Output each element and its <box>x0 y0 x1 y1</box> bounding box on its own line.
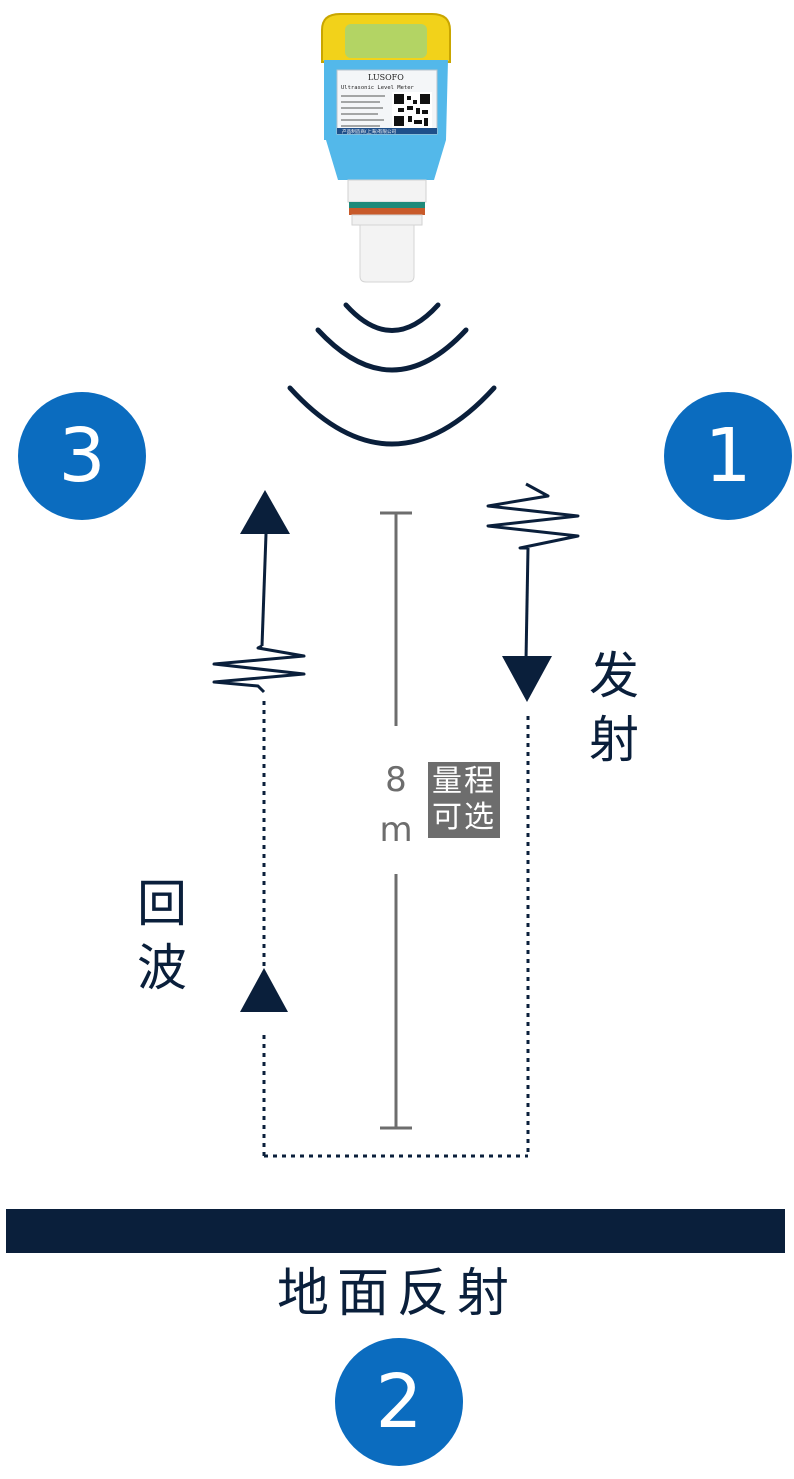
device-transducer <box>359 224 415 283</box>
range-note-line1: 量程 <box>432 764 496 799</box>
device-collar <box>351 214 423 226</box>
qr-code <box>392 92 432 128</box>
range-value: 8 <box>385 760 407 800</box>
echo-label: 回波 <box>130 872 194 1000</box>
sound-wave-middle <box>315 327 469 373</box>
echo-signal-path <box>212 490 306 1156</box>
nameplate-footer-bar <box>337 128 437 134</box>
emit-label: 发射 <box>582 644 646 772</box>
step-number-echo: 3 <box>58 413 106 499</box>
echo-arrowhead-lower <box>240 968 288 1012</box>
device-thread <box>347 179 427 203</box>
echo-label-text: 回波 <box>137 875 187 997</box>
step-badge-echo: 3 <box>18 392 146 520</box>
step-badge-reflect: 2 <box>335 1338 463 1466</box>
range-note-line2: 可选 <box>432 800 496 835</box>
sound-wave-outer <box>287 385 497 447</box>
echo-line <box>260 533 268 647</box>
device-brand: LUSOFO <box>368 73 404 82</box>
range-dimension-line <box>380 511 412 1130</box>
nameplate-spec-lines <box>341 95 385 127</box>
device-product-line: Ultrasonic Level Meter <box>341 85 415 91</box>
step-badge-emit: 1 <box>664 392 792 520</box>
echo-arrowhead-upper <box>240 490 290 534</box>
step-number-reflect: 2 <box>375 1359 423 1445</box>
step-number-emit: 1 <box>704 413 752 499</box>
emit-signal-path <box>486 482 580 1156</box>
device-circuit-window <box>345 24 427 58</box>
emit-line <box>524 547 530 661</box>
device-manufacturer: 产品制造商(上海)有限公司 <box>342 128 397 135</box>
range-unit: m <box>379 810 413 850</box>
emit-pulse-zigzag <box>486 482 580 550</box>
ultrasonic-level-meter: LUSOFO Ultrasonic Level Meter <box>321 13 451 283</box>
sound-wave-inner <box>343 302 441 333</box>
device-neck <box>326 140 446 180</box>
sound-waves <box>287 302 497 447</box>
echo-pulse-zigzag <box>212 644 306 694</box>
range-optional-note: 量程 可选 <box>428 762 500 838</box>
ground-surface <box>6 1209 785 1253</box>
emit-arrowhead <box>502 656 552 702</box>
device-seal-ring <box>349 202 425 208</box>
ground-reflection-label: 地面反射 <box>276 1264 517 1324</box>
emit-label-text: 发射 <box>589 647 639 769</box>
device-o-ring <box>349 208 425 215</box>
